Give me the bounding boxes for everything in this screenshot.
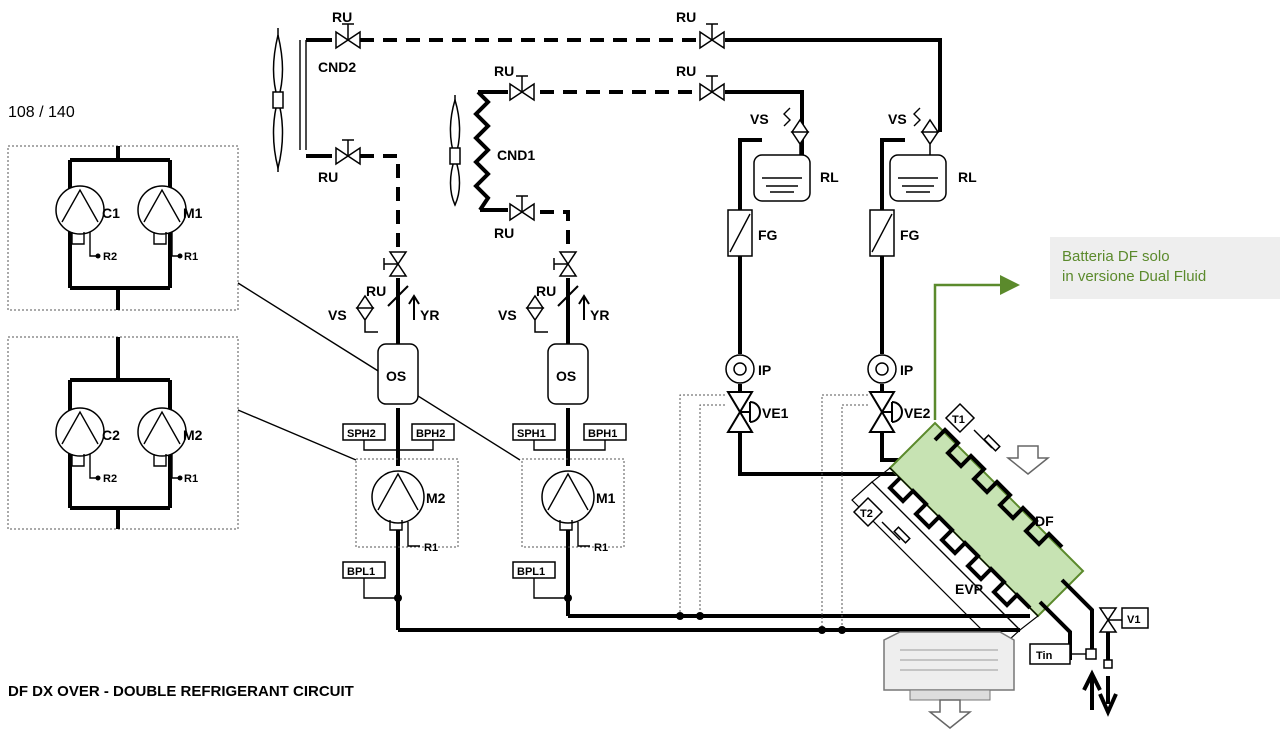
- fg-label-1: FG: [758, 227, 778, 243]
- rl-label-2: RL: [958, 169, 977, 185]
- ip-label-1: IP: [758, 362, 771, 378]
- sight-glass-ip: [725, 354, 897, 384]
- callout-arrow: [933, 275, 1020, 420]
- dual-fluid-note: Batteria DF solo in versione Dual Fluid: [1050, 237, 1280, 299]
- yr-label-1: YR: [420, 307, 439, 323]
- evaporator-coil: [851, 421, 1094, 660]
- t1-label: T1: [952, 414, 965, 426]
- compressor-pair-1-box: C1 M1 R2 R1: [7, 145, 239, 311]
- evp-label: EVP: [955, 581, 983, 597]
- ru-label-5: RU: [676, 63, 696, 79]
- bpl1-label-1: BPL1: [517, 566, 545, 578]
- v1-label: V1: [1127, 614, 1140, 626]
- sph2-label: SPH2: [347, 428, 376, 440]
- valve-ru-group: [335, 23, 725, 277]
- r1-label-b: R1: [184, 473, 198, 485]
- model-label: 108 / 140: [8, 104, 75, 121]
- filter-fg: [727, 209, 895, 257]
- compressor-m2-small-icon: [137, 407, 187, 481]
- ru-label-7: RU: [366, 283, 386, 299]
- bph2-label: BPH2: [416, 428, 445, 440]
- vs-label-3: VS: [750, 111, 769, 127]
- compressor-m1-small-icon: [137, 185, 187, 259]
- rl-label-1: RL: [820, 169, 839, 185]
- liquid-receiver-2: [889, 107, 947, 202]
- vs-label-1: VS: [328, 307, 347, 323]
- oil-separator-1: [547, 343, 589, 405]
- airflow-arrow-icon: [1005, 445, 1051, 475]
- diagram-title: DF DX OVER - DOUBLE REFRIGERANT CIRCUIT: [8, 683, 354, 700]
- r2-label-b: R2: [103, 473, 117, 485]
- compressor-c1-icon: [55, 185, 105, 259]
- oil-separator-2: [377, 343, 419, 405]
- ip-label-2: IP: [900, 362, 913, 378]
- ru-label-1: RU: [332, 9, 352, 25]
- compressor-c2-icon: [55, 407, 105, 481]
- fg-label-2: FG: [900, 227, 920, 243]
- ru-label-3: RU: [676, 9, 696, 25]
- temperature-sensor-t2: [852, 496, 911, 544]
- cnd2-label: CND2: [318, 59, 356, 75]
- m2-small-label: M2: [183, 427, 203, 443]
- ve2-label: VE2: [904, 405, 931, 421]
- df-label: DF: [1035, 513, 1054, 529]
- yr-label-2: YR: [590, 307, 609, 323]
- water-out-arrow-icon: [1098, 676, 1118, 717]
- vs-label-2: VS: [498, 307, 517, 323]
- ru-label-6: RU: [494, 225, 514, 241]
- bpl1-label-2: BPL1: [347, 566, 375, 578]
- water-in-arrow-icon: [1082, 669, 1102, 710]
- cnd1-label: CND1: [497, 147, 535, 163]
- compressor-m1-icon: [541, 470, 595, 547]
- bph1-label: BPH1: [588, 428, 617, 440]
- vs-label-4: VS: [888, 111, 907, 127]
- os-label-2: OS: [386, 368, 406, 384]
- check-valve-yr: [387, 282, 590, 320]
- sph1-label: SPH1: [517, 428, 546, 440]
- liquid-receiver-1: [753, 107, 811, 202]
- compressor-pair-2-box: C2 M2 R2 R1: [7, 336, 239, 530]
- note-line-1: Batteria DF solo: [1062, 248, 1170, 265]
- ve1-label: VE1: [762, 405, 789, 421]
- note-line-2: in versione Dual Fluid: [1062, 268, 1207, 285]
- r1-label-a: R1: [184, 251, 198, 263]
- m1-label: M1: [596, 490, 616, 506]
- expansion-valve-ve: [726, 391, 903, 433]
- fan-icon: [883, 631, 1015, 729]
- ru-label-8: RU: [536, 283, 556, 299]
- ru-label-4: RU: [494, 63, 514, 79]
- r2-label-a: R2: [103, 251, 117, 263]
- safety-valve-vs-os: [355, 294, 548, 333]
- c1-label: C1: [102, 205, 120, 221]
- compressor-m2-icon: [371, 470, 425, 547]
- t2-label: T2: [860, 508, 873, 520]
- pressure-switch-group: [342, 423, 627, 599]
- valve-v1: [1098, 607, 1149, 633]
- r1-label-d: R1: [594, 542, 608, 554]
- condenser-cnd1: CND1: [449, 90, 535, 212]
- m2-label: M2: [426, 490, 446, 506]
- c2-label: C2: [102, 427, 120, 443]
- ru-label-2: RU: [318, 169, 338, 185]
- m1-small-label: M1: [183, 205, 203, 221]
- os-label-1: OS: [556, 368, 576, 384]
- r1-label-c: R1: [424, 542, 438, 554]
- tin-label: Tin: [1036, 650, 1053, 662]
- temperature-sensor-t1: [944, 402, 1001, 452]
- condenser-cnd2: CND2: [272, 28, 356, 172]
